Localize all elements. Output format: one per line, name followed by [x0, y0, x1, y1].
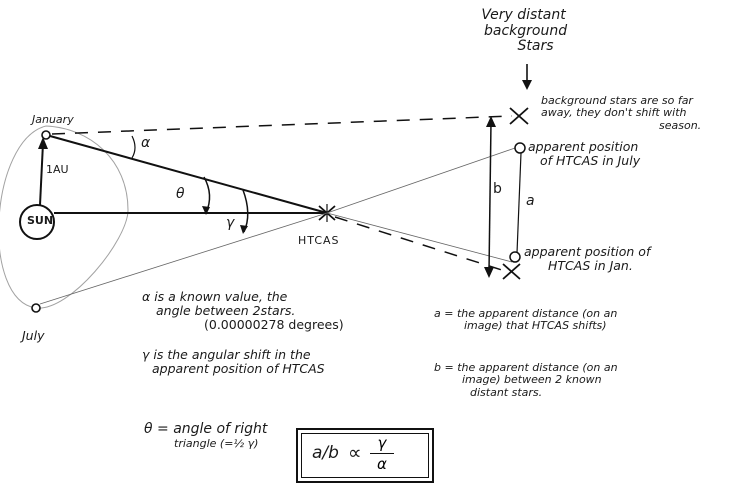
sun-circle	[19, 204, 55, 240]
theta-label: θ	[176, 186, 185, 202]
a-def-line-1: a = the apparent distance (on an	[434, 307, 618, 320]
january-htcas-line	[49, 135, 328, 214]
b-definition: b = the apparent distance (on an image) …	[434, 361, 618, 399]
background-star-bottom	[502, 263, 521, 280]
stars-down-arrow-head	[522, 80, 532, 90]
side-a-label: a	[526, 193, 535, 209]
july-point	[31, 303, 41, 313]
july-label: July	[22, 328, 45, 343]
formula-box: a/b ∝ γ α	[296, 428, 434, 483]
dashed-htcas-jan-line	[334, 216, 506, 272]
theta-definition: θ = angle of right triangle (=½ γ)	[144, 421, 268, 450]
background-note-line-1: background stars are so far	[541, 94, 693, 107]
alpha-definition: α is a known value, the angle between 2s…	[142, 290, 344, 332]
july-position-note: apparent position of HTCAS in July	[528, 140, 640, 168]
gamma-def-line-2: apparent position of HTCAS	[152, 361, 325, 376]
formula-relation: ∝	[348, 442, 362, 464]
au-label: 1AU	[46, 163, 69, 176]
au-arrow-head	[38, 137, 48, 149]
gamma-arc-arrow	[240, 225, 248, 234]
stars-title-line-1: Very distant	[481, 7, 566, 23]
jan-apparent-position	[509, 251, 521, 263]
formula-numerator: γ	[377, 434, 387, 452]
gamma-definition: γ is the angular shift in the apparent p…	[142, 348, 325, 376]
formula-fraction: γ α	[368, 434, 396, 473]
formula-box-inner-border	[301, 433, 429, 478]
formula-fraction-bar	[370, 453, 394, 454]
background-note-line-2: away, they don't shift with	[541, 106, 687, 120]
background-note: background stars are so far away, they d…	[541, 94, 702, 132]
theta-def-line-1: θ = angle of right	[144, 421, 268, 437]
sightline-lower	[326, 212, 513, 263]
au-arrow-line	[39, 142, 44, 206]
background-note-line-3: season.	[659, 118, 702, 132]
january-point	[41, 130, 51, 140]
sightline-july-lower	[39, 212, 328, 305]
gamma-label: γ	[226, 215, 235, 231]
b-def-line-1: b = the apparent distance (on an	[434, 361, 618, 374]
dashed-january-line	[51, 115, 513, 135]
july-position-line-1: apparent position	[528, 139, 639, 154]
side-a-line	[516, 152, 522, 254]
july-apparent-position	[514, 142, 526, 154]
side-b-label: b	[493, 181, 502, 197]
sightline-july-upper	[326, 147, 516, 214]
side-b-arrow-bottom	[484, 267, 494, 278]
stars-title-line-3: Stars	[517, 38, 554, 55]
alpha-label: α	[141, 135, 151, 151]
jan-position-line-2: HTCAS in Jan.	[548, 258, 633, 273]
stars-title: Very distant background Stars	[480, 7, 568, 55]
alpha-def-line-3: (0.00000278 degrees)	[204, 317, 344, 332]
theta-def-line-2: triangle (=½ γ)	[174, 436, 259, 450]
a-def-line-2: image) that HTCAS shifts)	[464, 319, 607, 333]
jan-position-line-1: apparent position of	[524, 244, 651, 259]
htcas-label: HTCAS	[298, 234, 340, 247]
jan-position-note: apparent position of HTCAS in Jan.	[524, 245, 650, 273]
alpha-def-line-2: angle between 2stars.	[156, 303, 296, 318]
theta-arc-arrow	[202, 206, 210, 215]
side-b-line	[488, 121, 492, 273]
alpha-arc	[131, 135, 136, 159]
formula-left: a/b	[312, 443, 339, 463]
gamma-def-line-1: γ is the angular shift in the	[142, 347, 311, 362]
b-def-line-2: image) between 2 known	[462, 373, 602, 387]
b-def-line-3: distant stars.	[470, 385, 543, 399]
a-definition: a = the apparent distance (on an image) …	[434, 307, 618, 333]
background-star-top	[509, 107, 529, 125]
july-position-line-2: of HTCAS in July	[540, 153, 641, 168]
january-label: January	[32, 113, 74, 126]
side-b-arrow-top	[486, 116, 496, 127]
alpha-def-line-1: α is a known value, the	[142, 289, 288, 304]
stars-title-line-2: background	[484, 22, 568, 39]
sun-label: SUN	[27, 214, 54, 227]
formula-denominator: α	[377, 455, 387, 473]
